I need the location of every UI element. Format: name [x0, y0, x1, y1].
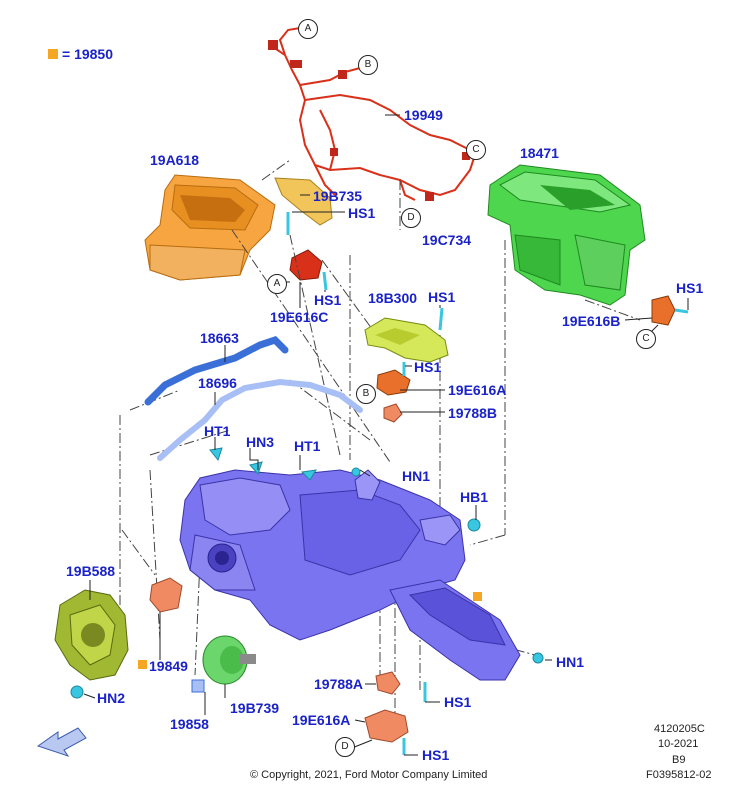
label-19C734: 19C734	[422, 232, 472, 248]
leader-lines-fasteners	[214, 437, 552, 661]
doc-rev: B9	[672, 754, 686, 766]
leader-lines-hoses	[214, 345, 226, 405]
label-19858: 19858	[170, 716, 209, 732]
label-19949: 19949	[404, 107, 443, 123]
connector-cluster	[268, 40, 470, 201]
fastener-hs1-b	[322, 271, 328, 291]
label-19849: 19849	[149, 658, 188, 674]
motor-19B739	[202, 635, 256, 685]
label-hn2: HN2	[97, 690, 126, 706]
label-19B735: 19B735	[313, 188, 363, 204]
callout-c-mid: C	[636, 329, 656, 349]
label-18663: 18663	[200, 330, 239, 346]
doc-date: 10-2021	[658, 738, 699, 750]
actuator-19E616B	[651, 295, 676, 326]
label-hs1-d: HS1	[414, 359, 442, 375]
label-19B588: 19B588	[66, 563, 116, 579]
label-19788B: 19788B	[448, 405, 498, 421]
fastener-hs1-c	[438, 307, 444, 331]
label-hn1-a: HN1	[402, 468, 431, 484]
legend-swatch	[48, 49, 58, 59]
callout-d-bottom: D	[335, 737, 355, 757]
blower-19B588	[54, 589, 129, 681]
leader-lines-bottom-right	[351, 683, 440, 756]
label-hs1-c: HS1	[428, 289, 456, 305]
callout-d-top: D	[401, 208, 421, 228]
fastener-hs1-e	[674, 308, 689, 314]
label-18696: 18696	[198, 375, 237, 391]
arrow-icon	[36, 727, 87, 757]
hose-18663	[144, 335, 289, 406]
label-19E616A-upper: 19E616A	[448, 382, 507, 398]
label-ht1-a: HT1	[204, 423, 231, 439]
label-19788A: 19788A	[314, 676, 364, 692]
spacer-19858	[191, 679, 205, 693]
leader-lines-mid	[400, 305, 445, 413]
leader-lines-bottom-left	[83, 580, 226, 715]
label-hs1-a: HS1	[348, 205, 376, 221]
fasteners-mid	[209, 447, 544, 664]
callout-b-mid: B	[356, 384, 376, 404]
callout-b-top: B	[358, 55, 378, 75]
label-ht1-b: HT1	[294, 438, 321, 454]
hose-18696	[157, 378, 363, 461]
label-hs1-f: HS1	[444, 694, 472, 710]
label-19E616A-lower: 19E616A	[292, 712, 351, 728]
callout-a-mid: A	[267, 274, 287, 294]
actuator-19E616A-lower	[364, 709, 409, 743]
label-hb1: HB1	[460, 489, 489, 505]
frame-18471	[487, 164, 646, 306]
legend-text: = 19850	[62, 46, 113, 62]
label-hn3: HN3	[246, 434, 275, 450]
duct-19A618	[144, 174, 276, 281]
bracket-19788B	[383, 403, 403, 423]
hvac-housing	[179, 469, 521, 681]
bracket-19788A	[375, 671, 401, 695]
callout-c-top: C	[466, 140, 486, 160]
legend-marker-19849	[138, 660, 147, 669]
fastener-hn2	[70, 685, 84, 699]
label-19E616C: 19E616C	[270, 309, 329, 325]
wiring-harness-19949	[269, 27, 476, 201]
label-19B739: 19B739	[230, 700, 280, 716]
label-hn1-b: HN1	[556, 654, 585, 670]
actuator-19E616C	[289, 249, 323, 281]
plenum-18B300	[364, 317, 449, 363]
legend-marker-housing	[473, 592, 482, 601]
module-19849	[149, 577, 183, 613]
label-18B300: 18B300	[368, 290, 418, 306]
label-19A618: 19A618	[150, 152, 200, 168]
label-hs1-g: HS1	[422, 747, 450, 763]
label-hs1-e: HS1	[676, 280, 704, 296]
actuator-19E616A-upper	[376, 369, 411, 396]
label-19E616B: 19E616B	[562, 313, 621, 329]
label-18471: 18471	[520, 145, 559, 161]
doc-code: 4120205C	[654, 723, 705, 735]
figure-number: F0395812-02	[646, 769, 712, 781]
label-hs1-b: HS1	[314, 292, 342, 308]
bracket-19B735	[274, 177, 333, 226]
callout-a-top: A	[298, 19, 318, 39]
copyright: © Copyright, 2021, Ford Motor Company Li…	[250, 769, 488, 781]
